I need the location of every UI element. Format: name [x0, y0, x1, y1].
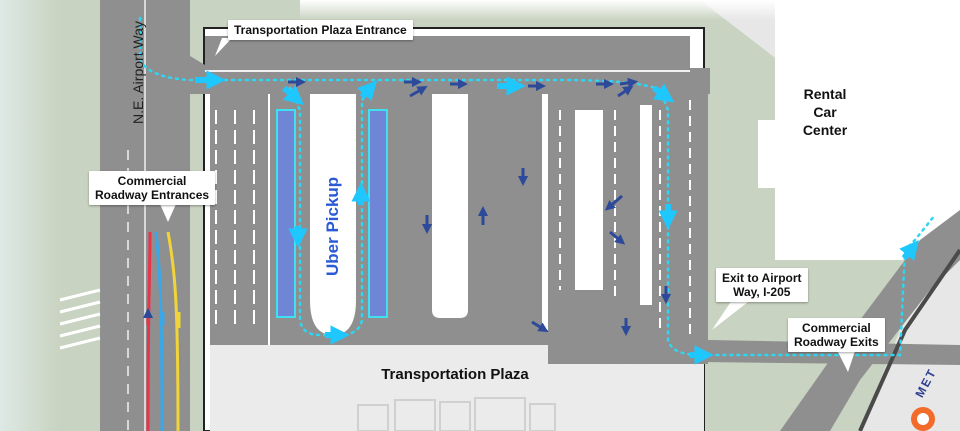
- loop-2: [396, 94, 508, 345]
- commercial-exits-line2: Roadway Exits: [794, 335, 879, 349]
- commercial-entrances-line1: Commercial: [117, 174, 187, 188]
- right-parking-stripes: [559, 100, 691, 340]
- red-lane: [146, 231, 152, 431]
- top-road-whiteline: [205, 70, 690, 72]
- uber-route-line: [138, 16, 937, 357]
- uber-loop: [270, 94, 396, 345]
- rail-line: [858, 248, 960, 431]
- rental-line3: Center: [802, 122, 848, 138]
- rental-car-center-label: Rental Car Center: [785, 85, 865, 139]
- loop-3-inner: [530, 94, 542, 344]
- top-fade: [300, 0, 960, 20]
- traffic-arrows: [288, 76, 672, 337]
- left-fade: [0, 0, 60, 431]
- exit-callout-pointer: [712, 300, 748, 330]
- transportation-plaza-text: Transportation Plaza: [381, 366, 529, 383]
- rental-car-center-building: [775, 0, 960, 260]
- uber-pickup-text: Uber Pickup: [323, 176, 342, 276]
- entrance-callout-pointer: [215, 38, 232, 56]
- commercial-entrances-label: Commercial Roadway Entrances: [89, 171, 216, 205]
- exits-callout-pointer: [836, 348, 856, 372]
- right-parking: [548, 94, 708, 364]
- exit-airport-way-label: Exit to Airport Way, I-205: [716, 268, 808, 302]
- road-name-text: N.E. Airport Way: [130, 21, 146, 124]
- max-logo-inner: [917, 413, 929, 425]
- exit-line1: Exit to Airport: [722, 271, 802, 285]
- left-parking-stripes: [215, 110, 255, 330]
- uber-sign-background: [312, 146, 356, 278]
- left-parking: [210, 94, 268, 345]
- commercial-exits-line1: Commercial: [802, 321, 871, 335]
- crosswalk-left: [59, 288, 101, 350]
- island-2: [432, 100, 468, 310]
- yellow-lane: [166, 231, 180, 431]
- commercial-entrances-pointer: [160, 204, 176, 222]
- road-name-label: N.E. Airport Way: [130, 14, 148, 124]
- exit-line2: Way, I-205: [733, 285, 791, 299]
- blue-lane: [154, 231, 164, 431]
- uber-pickup-label: Uber Pickup: [323, 144, 345, 276]
- plaza-entrance-label: Transportation Plaza Entrance: [228, 20, 413, 40]
- plaza-entrance-text: Transportation Plaza Entrance: [234, 23, 407, 37]
- uber-lane-left: [276, 109, 296, 318]
- transportation-plaza-label: Transportation Plaza: [360, 366, 550, 383]
- top-road-strip: [205, 36, 690, 74]
- route-arrows: [195, 70, 919, 365]
- bottom-crosswalks: [357, 397, 556, 431]
- rental-car-wing: [758, 120, 778, 188]
- uber-lane-right: [368, 109, 388, 318]
- rental-line1: Rental: [803, 86, 847, 102]
- parking-island: [640, 105, 652, 305]
- commercial-entrances-line2: Roadway Entrances: [95, 188, 210, 202]
- commercial-exits-label: Commercial Roadway Exits: [788, 318, 885, 352]
- rental-line2: Car: [813, 104, 837, 120]
- parking-island: [575, 110, 603, 290]
